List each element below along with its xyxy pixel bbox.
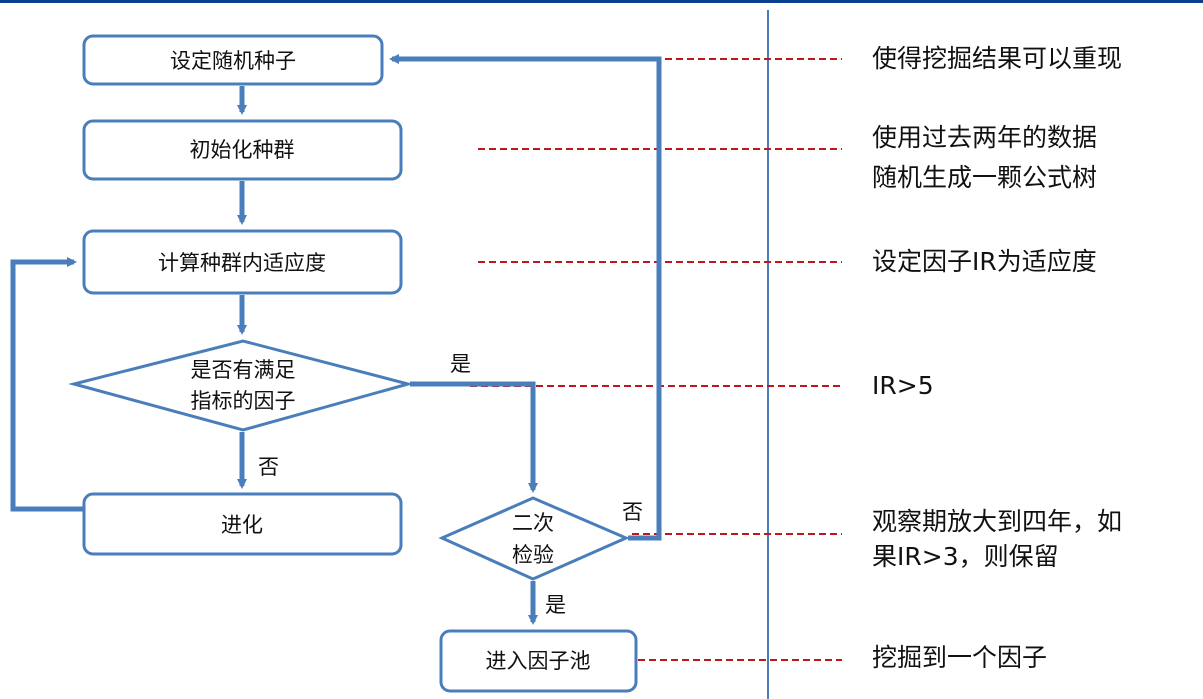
node-init	[82, 119, 403, 181]
note-init-line2: 随机生成一颗公式树	[872, 163, 1097, 192]
node-second-test-diamond	[438, 496, 630, 581]
header-bar	[0, 0, 1203, 3]
edge-label-check-no: 否	[258, 455, 279, 479]
edge-label-second-yes: 是	[545, 593, 566, 617]
edge-check-yes-to-second-test	[410, 381, 538, 493]
node-check-label-line2: 指标的因子	[191, 389, 296, 413]
node-check-label-line1: 是否有满足	[191, 358, 296, 382]
edge-second-no-to-seed	[389, 54, 662, 541]
edge-label-check-yes: 是	[450, 352, 471, 376]
edge-evolve-loop-to-fitness	[10, 257, 84, 512]
note-check: IR>5	[872, 371, 934, 400]
node-seed	[82, 34, 384, 86]
node-fitness-label: 计算种群内适应度	[158, 251, 326, 275]
note-fitness: 设定因子IR为适应度	[872, 247, 1097, 276]
note-second-test-line1: 观察期放大到四年，如	[872, 507, 1122, 536]
note-second-test-line2: 果IR>3，则保留	[872, 542, 1059, 571]
node-fitness	[82, 229, 403, 295]
node-check-diamond	[68, 339, 414, 432]
note-pool: 挖掘到一个因子	[872, 643, 1047, 672]
node-second-test-label-line2: 检验	[512, 543, 554, 567]
node-init-label: 初始化种群	[190, 138, 295, 162]
note-seed: 使得挖掘结果可以重现	[872, 44, 1122, 73]
note-init-line1: 使用过去两年的数据	[872, 123, 1097, 152]
edge-label-second-no: 否	[622, 500, 643, 524]
node-pool	[439, 629, 638, 693]
node-evolve	[82, 492, 403, 556]
node-pool-label: 进入因子池	[486, 649, 591, 673]
node-seed-label: 设定随机种子	[170, 49, 296, 73]
node-evolve-label: 进化	[221, 513, 263, 537]
node-second-test-label-line1: 二次	[512, 511, 554, 535]
